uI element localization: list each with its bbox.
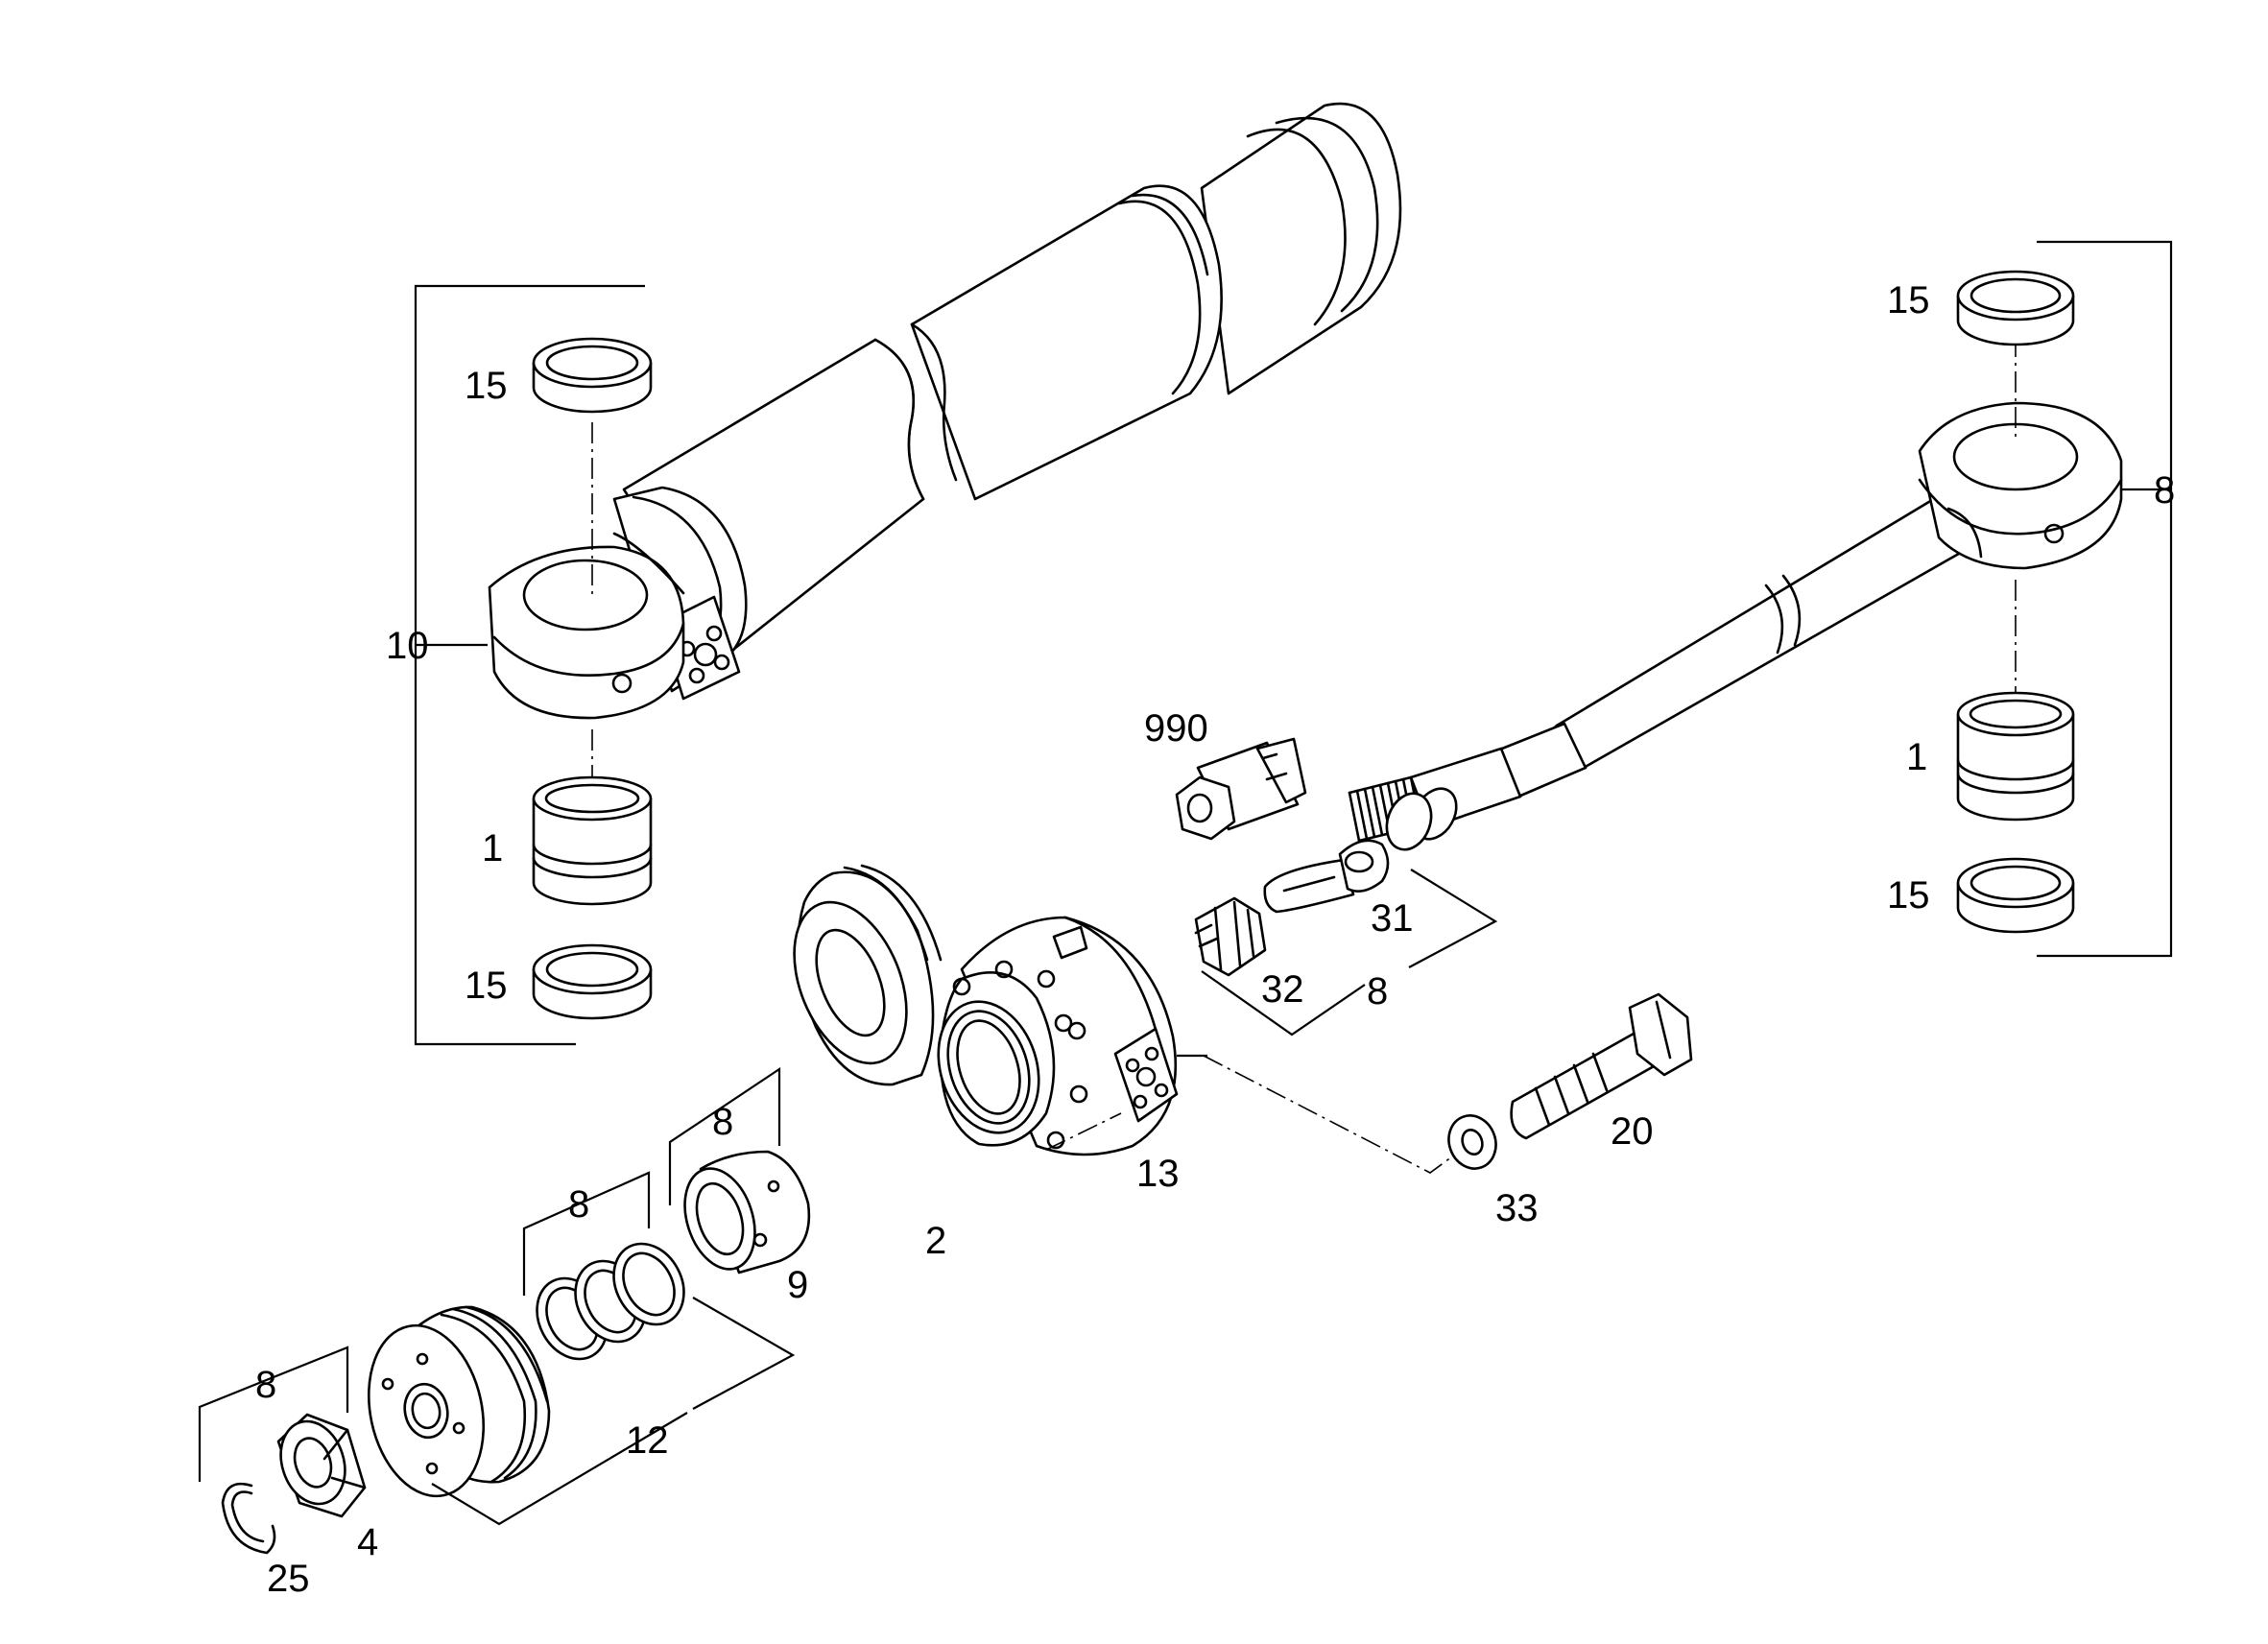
- piston-rod: [1348, 489, 1979, 851]
- label-12: 12: [626, 1419, 669, 1462]
- valve-poppet-31: [1263, 839, 1390, 914]
- label-2: 2: [925, 1220, 946, 1262]
- piston-12: [367, 1305, 551, 1498]
- valve-nut-32: [1194, 896, 1267, 977]
- seal-ring-15-cylinder-top: [532, 337, 653, 414]
- snap-ring-25: [221, 1482, 276, 1555]
- label-13: 13: [1136, 1153, 1180, 1195]
- bushing-1-cylinder: [532, 775, 653, 906]
- guide-ring-2: [793, 864, 943, 1086]
- label-8-top: 8: [712, 1101, 733, 1143]
- seal-ring-15-rod-top: [1956, 270, 2075, 346]
- bracket-8-low: [198, 1346, 349, 1482]
- label-31: 31: [1371, 897, 1414, 940]
- rod-eye: [1918, 401, 2123, 570]
- label-8-valve: 8: [1367, 970, 1388, 1013]
- label-8-low: 8: [255, 1364, 276, 1406]
- axis-bolt: [1203, 1055, 1460, 1174]
- piston-head-13: [937, 916, 1179, 1156]
- bolt-20: [1510, 992, 1693, 1140]
- nut-4: [276, 1413, 367, 1518]
- bracket-8-top: [668, 1066, 781, 1205]
- label-25: 25: [267, 1558, 310, 1600]
- label-cyl-1: 1: [482, 827, 503, 870]
- label-rod-15-bottom: 15: [1887, 874, 1930, 917]
- spacer-9: [683, 1150, 811, 1275]
- label-rod-1: 1: [1906, 736, 1927, 778]
- label-20: 20: [1611, 1110, 1654, 1153]
- label-cyl-10: 10: [386, 625, 429, 667]
- label-cyl-15-top: 15: [465, 365, 508, 407]
- bracket-8-rod: [2037, 240, 2173, 958]
- label-rod-8: 8: [2154, 469, 2175, 512]
- seal-set-12-rings: [536, 1242, 685, 1361]
- cylinder-tube: [488, 102, 1402, 720]
- label-32: 32: [1261, 968, 1304, 1011]
- washer-33: [1447, 1114, 1497, 1170]
- valve-cartridge-990: [1175, 737, 1307, 841]
- seal-ring-15-rod-bottom: [1956, 857, 2075, 934]
- label-8-mid: 8: [568, 1183, 589, 1226]
- seal-ring-15-cylinder-bottom: [532, 943, 653, 1020]
- bushing-1-rod: [1956, 691, 2075, 822]
- bracket-8-mid: [522, 1171, 651, 1296]
- label-9: 9: [787, 1264, 808, 1306]
- bracket-8-valve: [1408, 869, 1498, 968]
- label-990: 990: [1144, 707, 1208, 750]
- label-rod-15-top: 15: [1887, 279, 1930, 322]
- bracket-10: [414, 284, 645, 1046]
- label-33: 33: [1495, 1187, 1539, 1229]
- label-4: 4: [357, 1521, 378, 1563]
- label-cyl-15-bottom: 15: [465, 965, 508, 1007]
- bracket-12: [692, 1297, 796, 1410]
